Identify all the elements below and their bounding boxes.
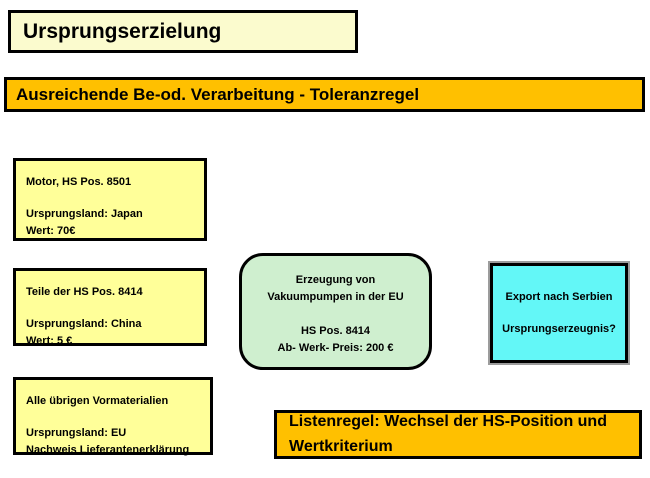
export-question: Ursprungserzeugnis?	[502, 323, 616, 335]
material-box-other: Alle übrigen Vormaterialien Ursprungslan…	[13, 377, 213, 456]
process-box-production: Erzeugung von Vakuumpumpen in der EU HS …	[239, 253, 432, 370]
process-line: Erzeugung von	[295, 274, 376, 286]
rule-box: Listenregel: Wechsel der HS-Position und…	[274, 410, 642, 459]
spacer	[242, 306, 429, 323]
material-title: Alle übrigen Vormaterialien	[26, 395, 169, 407]
process-price: Ab- Werk- Preis: 200 €	[277, 342, 394, 354]
material-title: Motor, HS Pos. 8501	[26, 176, 132, 188]
material-value: Wert: 70€	[26, 225, 76, 237]
material-box-parts: Teile der HS Pos. 8414 Ursprungsland: Ch…	[13, 268, 207, 347]
process-line: Vakuumpumpen in der EU	[267, 291, 404, 303]
material-origin: Ursprungsland: EU	[26, 427, 127, 439]
title-box: Ursprungserzielung	[8, 10, 358, 53]
subtitle-band: Ausreichende Be-od. Verarbeitung - Toler…	[4, 77, 645, 112]
material-box-motor: Motor, HS Pos. 8501 Ursprungsland: Japan…	[13, 158, 207, 241]
material-origin: Ursprungsland: Japan	[26, 208, 143, 220]
material-value: Wert: 5 €	[26, 335, 73, 347]
rule-label: Listenregel: Wechsel der HS-Position und…	[289, 412, 607, 455]
export-destination: Export nach Serbien	[505, 291, 613, 303]
material-title: Teile der HS Pos. 8414	[26, 286, 143, 298]
material-proof: Nachweis Lieferantenerklärung	[26, 444, 190, 456]
subtitle-label: Ausreichende Be-od. Verarbeitung - Toler…	[16, 84, 420, 104]
page-title: Ursprungserzielung	[23, 19, 222, 43]
export-box: Export nach Serbien Ursprungserzeugnis?	[488, 261, 630, 365]
material-origin: Ursprungsland: China	[26, 318, 142, 330]
process-hs-position: HS Pos. 8414	[300, 325, 371, 337]
